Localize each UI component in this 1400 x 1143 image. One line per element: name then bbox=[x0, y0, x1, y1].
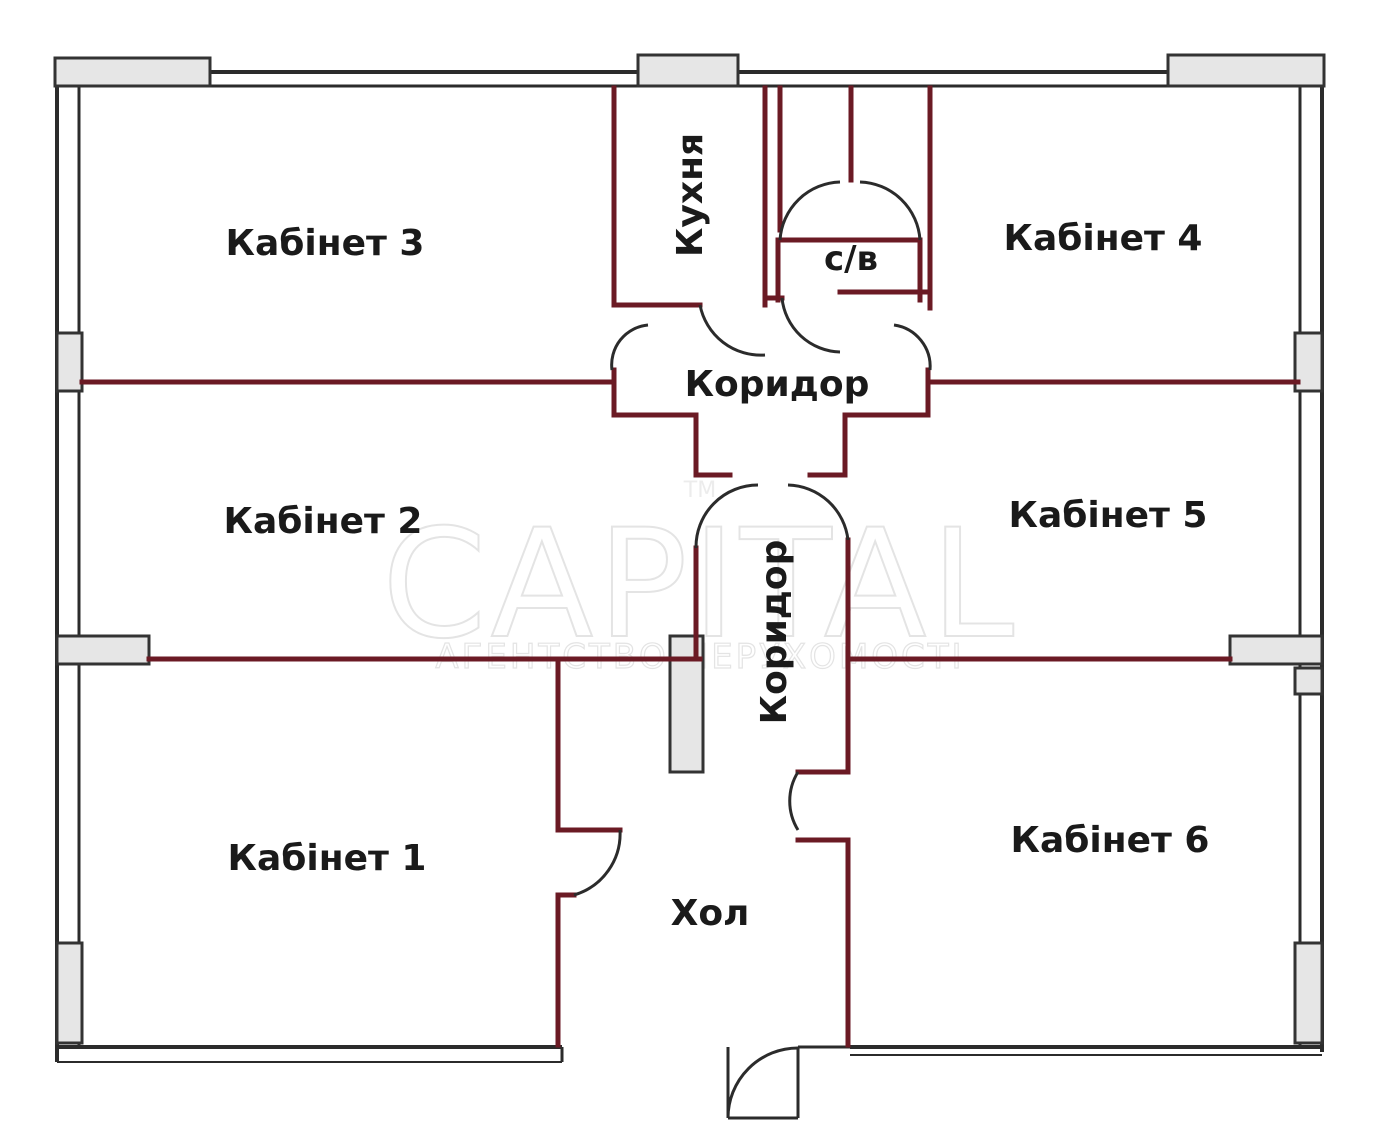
label-corridor-middle: Коридор bbox=[754, 540, 795, 725]
label-office-6: Кабінет 6 bbox=[1011, 820, 1210, 861]
label-office-4: Кабінет 4 bbox=[1004, 218, 1203, 259]
label-office-5: Кабінет 5 bbox=[1009, 495, 1208, 536]
watermark-top-word: ТМ bbox=[683, 478, 716, 503]
interior-walls bbox=[79, 85, 1301, 1048]
label-office-3: Кабінет 3 bbox=[226, 223, 425, 264]
label-kitchen: Кухня bbox=[670, 133, 711, 257]
label-corridor-upper: Коридор bbox=[685, 364, 870, 405]
label-hall: Хол bbox=[671, 893, 750, 934]
label-office-1: Кабінет 1 bbox=[228, 838, 427, 879]
exterior-walls bbox=[55, 58, 1325, 1063]
label-office-2: Кабінет 2 bbox=[224, 501, 423, 542]
door-swings bbox=[573, 180, 932, 1120]
room-labels: Кабінет 3 Кабінет 4 Кабінет 2 Кабінет 5 … bbox=[224, 133, 1210, 934]
label-bathroom: с/в bbox=[824, 239, 878, 279]
